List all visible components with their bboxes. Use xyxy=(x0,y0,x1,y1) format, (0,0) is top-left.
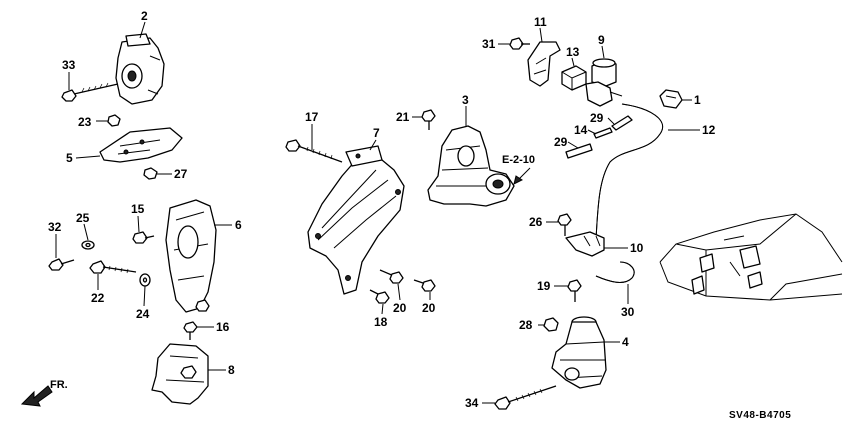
callout-34: 34 xyxy=(465,396,479,410)
callout-30: 30 xyxy=(621,305,635,319)
callout-1: 1 xyxy=(694,93,701,107)
part-33-bolt: 33 xyxy=(61,58,119,102)
diagram-code: SV48-B4705 xyxy=(729,410,791,421)
callout-18: 18 xyxy=(374,315,388,329)
callout-19: 19 xyxy=(537,279,551,293)
part-17-bolt: 17 xyxy=(285,110,343,163)
callout-28: 28 xyxy=(519,318,533,332)
part-10-bracket: 10 xyxy=(565,231,644,257)
part-31-bolt: 31 xyxy=(482,37,530,51)
section-ref-label: E-2-10 xyxy=(502,154,535,166)
callout-15: 15 xyxy=(131,202,145,216)
part-13-connector: 13 xyxy=(561,45,587,91)
callout-29a: 29 xyxy=(590,111,604,125)
callout-6: 6 xyxy=(235,218,242,232)
part-8-mount: 8 xyxy=(151,343,235,405)
callout-13: 13 xyxy=(566,45,580,59)
car-locator-icon xyxy=(659,213,843,301)
part-34-bolt: 34 xyxy=(465,385,557,410)
callout-31: 31 xyxy=(482,37,496,51)
callout-21: 21 xyxy=(396,110,410,124)
part-1-clip: 1 xyxy=(659,89,701,109)
callout-7: 7 xyxy=(373,126,380,140)
callout-17: 17 xyxy=(305,110,319,124)
part-23-nut: 23 xyxy=(78,114,121,129)
part-20-bolt-b: 20 xyxy=(413,279,436,315)
part-29-pipe-a: 29 xyxy=(590,111,633,131)
front-arrow-icon: FR. xyxy=(20,379,68,407)
part-15-bolt: 15 xyxy=(131,202,155,244)
part-32-bolt: 32 xyxy=(48,220,75,271)
callout-9: 9 xyxy=(598,33,605,47)
callout-16: 16 xyxy=(216,320,230,334)
part-18-bolt: 18 xyxy=(369,289,390,329)
callout-14: 14 xyxy=(574,123,588,137)
part-16-bolt: 16 xyxy=(183,320,230,340)
callout-22: 22 xyxy=(91,291,105,305)
part-2-mount: 2 xyxy=(115,9,165,105)
section-ref: E-2-10 xyxy=(502,154,535,185)
callout-12: 12 xyxy=(702,123,716,137)
part-24-washer: 24 xyxy=(136,273,151,321)
part-4-mount: 4 xyxy=(551,316,629,389)
callout-32: 32 xyxy=(48,220,62,234)
front-label: FR. xyxy=(50,379,68,391)
part-11-bracket: 11 xyxy=(527,15,561,87)
part-27-nut: 27 xyxy=(143,167,188,181)
part-28-nut: 28 xyxy=(519,317,559,332)
part-25-washer: 25 xyxy=(76,211,95,250)
callout-23: 23 xyxy=(78,115,92,129)
part-29-pipe-b: 29 xyxy=(554,135,593,159)
part-14-pipe: 14 xyxy=(574,123,613,139)
callout-2: 2 xyxy=(141,9,148,23)
callout-20b: 20 xyxy=(422,301,436,315)
part-19-bolt: 19 xyxy=(537,279,582,302)
part-12-hose: 12 xyxy=(595,103,716,241)
part-5-bracket: 5 xyxy=(66,127,183,165)
callout-20a: 20 xyxy=(393,301,407,315)
part-3-mount: 3 xyxy=(427,93,515,207)
part-7-bracket: 7 xyxy=(307,126,405,295)
part-9-valve: 9 xyxy=(585,33,623,107)
part-22-bolt: 22 xyxy=(89,260,137,305)
callout-29b: 29 xyxy=(554,135,568,149)
callout-33: 33 xyxy=(62,58,76,72)
callout-10: 10 xyxy=(630,241,644,255)
callout-5: 5 xyxy=(66,151,73,165)
part-26-bolt: 26 xyxy=(529,213,572,236)
part-30-hose: 30 xyxy=(595,261,635,319)
callout-25: 25 xyxy=(76,211,90,225)
callout-24: 24 xyxy=(136,307,150,321)
callout-11: 11 xyxy=(534,15,547,29)
part-20-bolt-a: 20 xyxy=(379,269,407,315)
callout-8: 8 xyxy=(228,363,235,377)
part-21-bolt: 21 xyxy=(396,109,436,130)
callout-27: 27 xyxy=(174,167,188,181)
callout-4: 4 xyxy=(622,335,629,349)
callout-26: 26 xyxy=(529,215,543,229)
part-6-bracket: 6 xyxy=(165,199,242,313)
callout-3: 3 xyxy=(462,93,469,107)
